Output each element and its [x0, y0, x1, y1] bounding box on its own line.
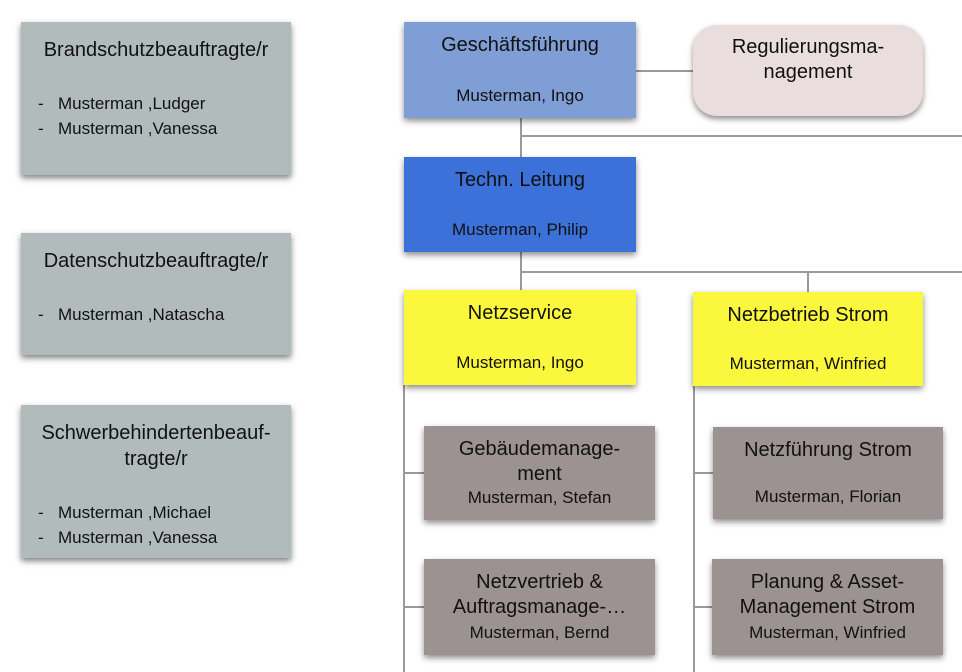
dash-bullet [38, 525, 58, 550]
org-node-geschaeftsfuehrung[interactable]: Geschäftsführung Musterman, Ingo [404, 22, 636, 118]
org-node-regulierungsmanagement[interactable]: Regulierungsma- nagement [693, 25, 923, 116]
connector-geschaeftsfuehrung-regulierung [636, 70, 693, 72]
org-node-title: Geschäftsführung [441, 34, 599, 56]
dash-bullet [38, 91, 58, 116]
info-box-brandschutzbeauftragte[interactable]: Brandschutzbeauftragte/r Musterman ,Ludg… [21, 22, 291, 175]
connector-branch-level1-right [520, 135, 962, 137]
member-item: Musterman ,Vanessa [29, 525, 283, 550]
member-name: Musterman ,Vanessa [58, 528, 218, 547]
org-node-techn-leitung[interactable]: Techn. Leitung Musterman, Philip [404, 157, 636, 252]
info-box-title: Brandschutzbeauftragte/r [43, 39, 269, 61]
member-list: Musterman ,Ludger Musterman ,Vanessa [29, 91, 283, 141]
connector-stub-netzfuehrung [693, 472, 714, 474]
org-node-title: Netzbetrieb Strom [727, 304, 889, 326]
member-item: Musterman ,Ludger [29, 91, 283, 116]
member-name: Musterman ,Ludger [58, 94, 206, 113]
connector-stub-netzvertrieb [403, 606, 425, 608]
org-node-person: Musterman, Florian [754, 487, 902, 506]
org-node-netzservice[interactable]: Netzservice Musterman, Ingo [404, 290, 636, 385]
org-node-title: Gebäudemanage- ment [458, 438, 621, 485]
org-node-person: Musterman, Stefan [467, 488, 612, 507]
org-node-person: Musterman, Winfried [749, 623, 906, 642]
info-box-title: Schwerbehindertenbeauf- tragte/r [41, 422, 271, 470]
org-node-title: Regulierungsma- nagement [731, 36, 885, 83]
org-node-person: Musterman, Ingo [456, 86, 584, 105]
org-node-title: Netzservice [467, 302, 573, 324]
info-box-title: Datenschutzbeauftragte/r [43, 250, 269, 272]
connector-stub-planung [693, 606, 713, 608]
connector-branch-level2-right [520, 271, 962, 273]
member-name: Musterman ,Natascha [58, 305, 225, 324]
member-list: Musterman ,Michael Musterman ,Vanessa [29, 500, 283, 550]
member-list: Musterman ,Natascha [29, 302, 283, 327]
dash-bullet [38, 302, 58, 327]
org-node-title: Techn. Leitung [454, 169, 586, 191]
connector-drop-netzbetrieb [807, 271, 809, 292]
org-node-netzfuehrung-strom[interactable]: Netzführung Strom Musterman, Florian [713, 427, 943, 519]
connector-spine-netzbetrieb-children [693, 386, 695, 672]
dash-bullet [38, 500, 58, 525]
org-node-title: Planung & Asset- Management Strom [739, 571, 916, 618]
member-item: Musterman ,Natascha [29, 302, 283, 327]
org-node-planung-asset-management-strom[interactable]: Planung & Asset- Management Strom Muster… [712, 559, 943, 655]
org-node-title: Netzvertrieb & Auftragsmanage-… [452, 571, 627, 618]
org-node-title: Netzführung Strom [744, 439, 912, 461]
connector-stub-gebaeudemanagement [403, 472, 425, 474]
connector-spine-netzservice-children [403, 385, 405, 672]
org-node-netzbetrieb-strom[interactable]: Netzbetrieb Strom Musterman, Winfried [693, 292, 923, 386]
info-box-datenschutzbeauftragte[interactable]: Datenschutzbeauftragte/r Musterman ,Nata… [21, 233, 291, 355]
org-node-person: Musterman, Winfried [729, 354, 887, 373]
org-node-gebaeudemanagement[interactable]: Gebäudemanage- ment Musterman, Stefan [424, 426, 655, 520]
org-node-person: Musterman, Ingo [456, 353, 584, 372]
org-node-netzvertrieb-auftragsmanagement[interactable]: Netzvertrieb & Auftragsmanage-… Musterma… [424, 559, 655, 655]
info-box-schwerbehindertenbeauftragte[interactable]: Schwerbehindertenbeauf- tragte/r Musterm… [21, 405, 291, 558]
member-name: Musterman ,Vanessa [58, 119, 218, 138]
org-node-person: Musterman, Philip [451, 220, 589, 239]
member-item: Musterman ,Michael [29, 500, 283, 525]
connector-geschaeftsfuehrung-techn-leitung [520, 118, 522, 157]
member-item: Musterman ,Vanessa [29, 116, 283, 141]
org-node-person: Musterman, Bernd [469, 623, 610, 642]
member-name: Musterman ,Michael [58, 503, 212, 522]
dash-bullet [38, 116, 58, 141]
